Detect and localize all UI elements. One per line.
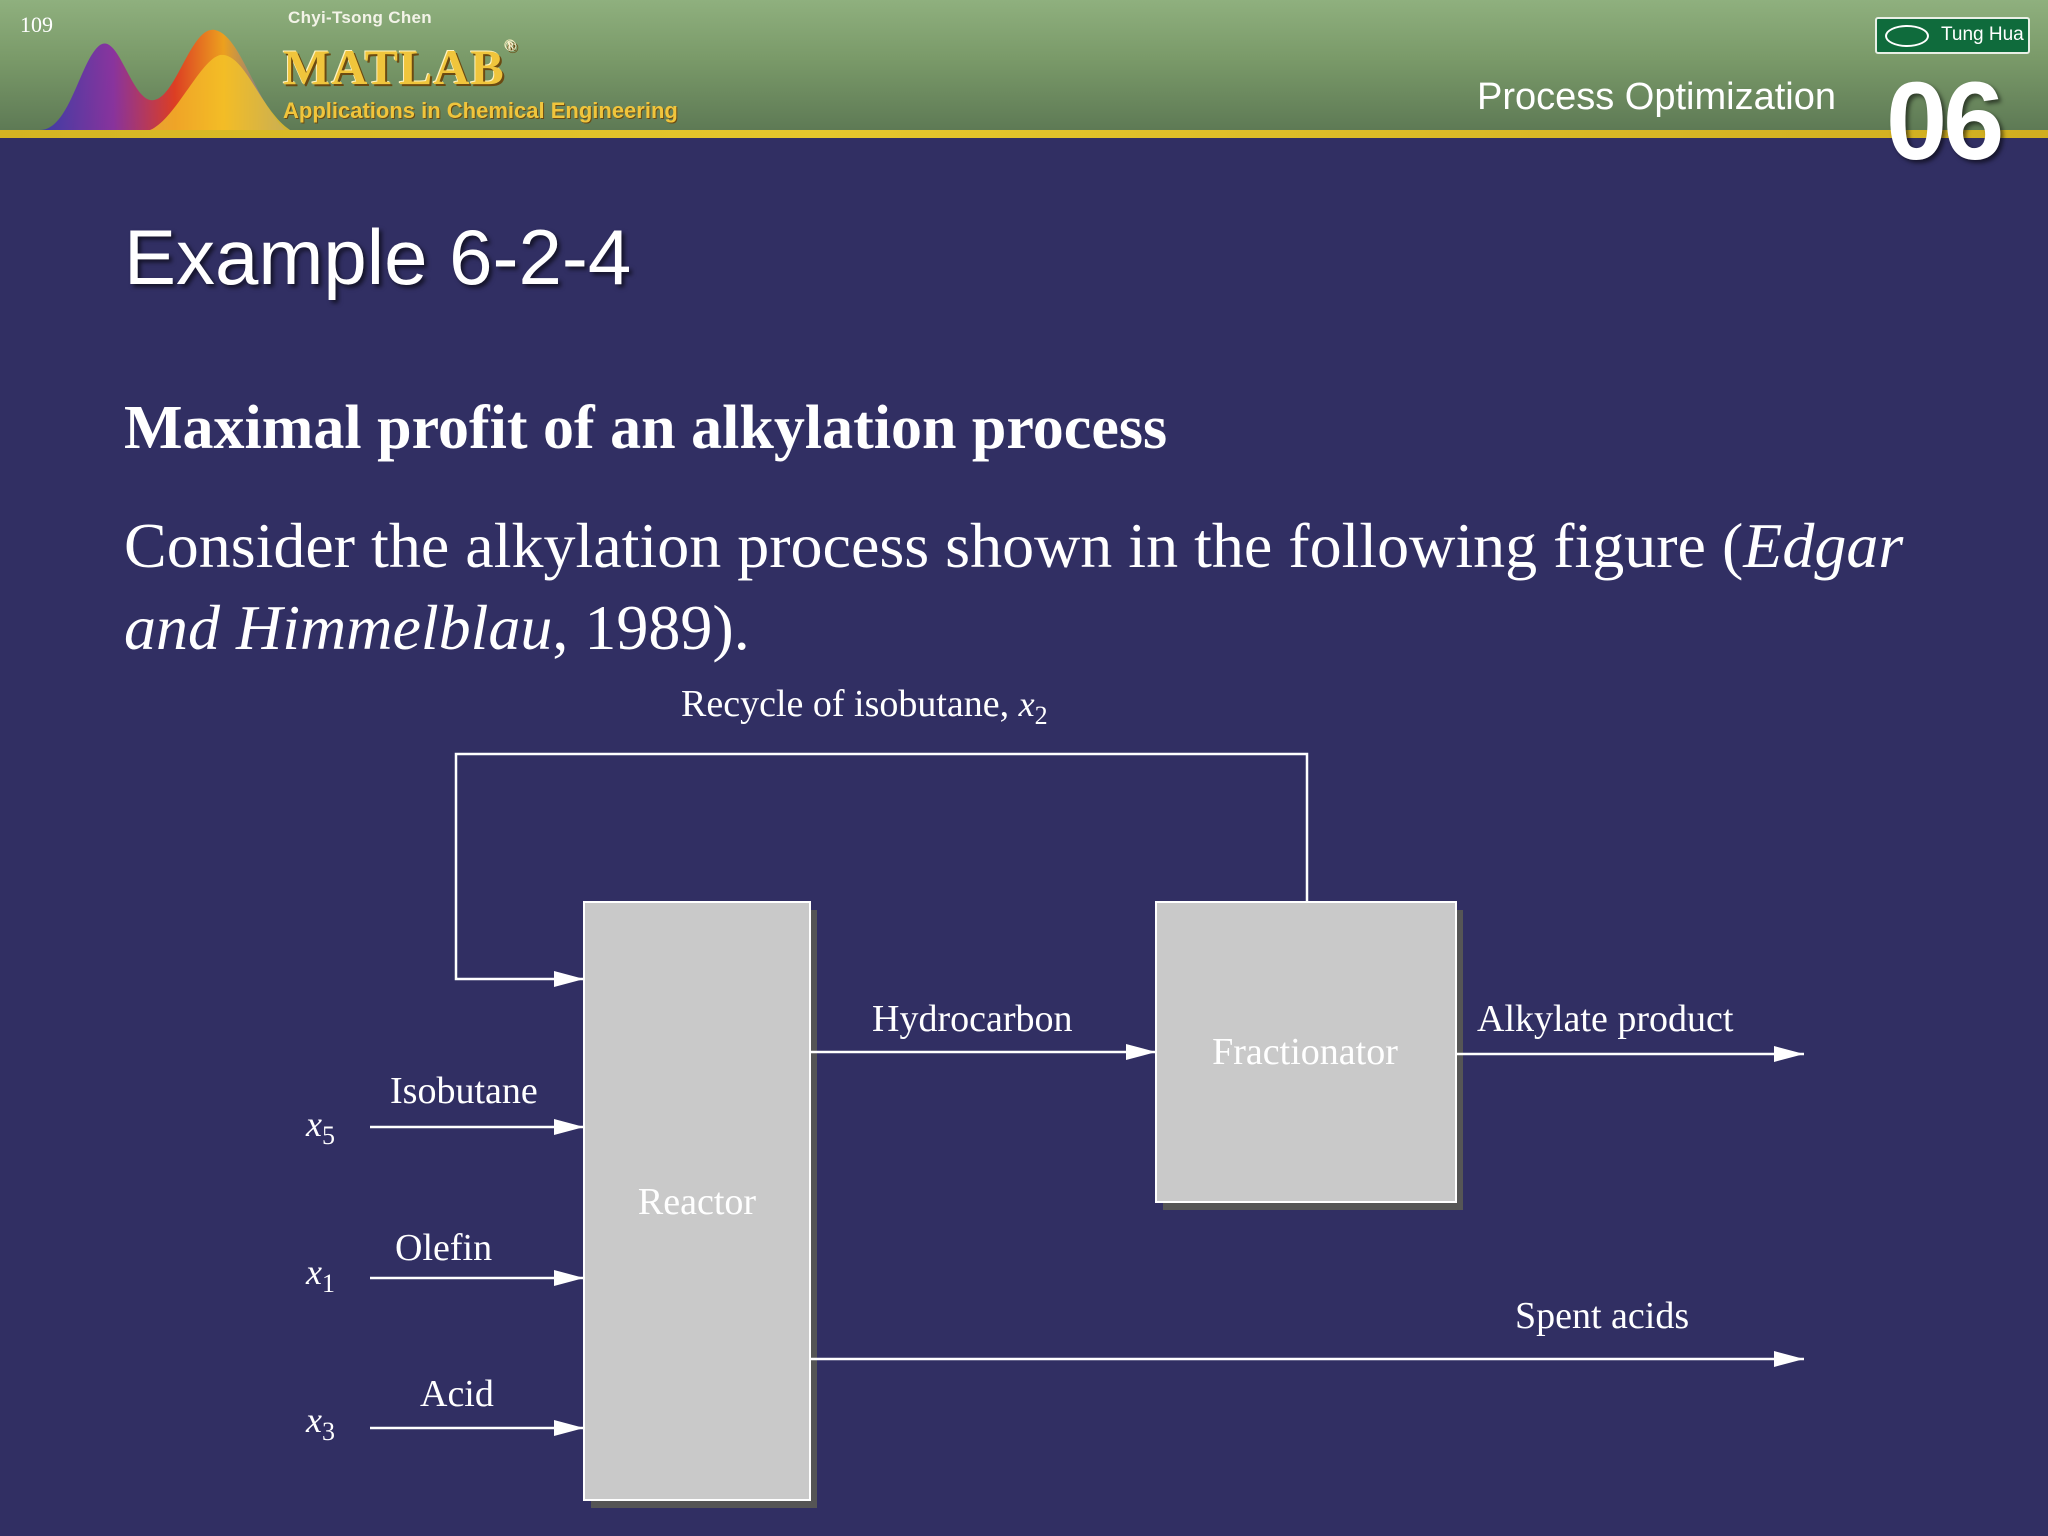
header-stripe — [0, 130, 2048, 138]
alkylate-product-label: Alkylate product — [1477, 998, 1734, 1040]
matlab-brand: MATLAB® — [283, 38, 518, 96]
isobutane-variable: x5 — [305, 1104, 335, 1150]
slide-number: 109 — [20, 12, 53, 37]
chapter-title: Process Optimization — [1476, 76, 1836, 118]
publisher-badge: Tung Hua — [1875, 17, 2030, 54]
body-reference: Edgar and Himmelblau — [124, 510, 1904, 663]
olefin-variable: x1 — [305, 1252, 335, 1298]
matlab-membrane-logo — [40, 29, 290, 130]
recycle-label: Recycle of isobutane, x2 — [681, 683, 1048, 730]
publisher-name: Tung Hua — [1941, 24, 2024, 45]
body-suffix: , 1989). — [552, 592, 750, 663]
hydrocarbon-label: Hydrocarbon — [872, 998, 1072, 1040]
spent-acids-label: Spent acids — [1515, 1295, 1689, 1337]
globe-icon — [1885, 25, 1929, 47]
acid-variable: x3 — [305, 1400, 335, 1446]
chapter-number: 06 — [1886, 60, 2004, 183]
matlab-brand-text: MATLAB — [283, 39, 505, 95]
isobutane-label: Isobutane — [390, 1070, 538, 1112]
fractionator-box — [1155, 901, 1457, 1203]
body-paragraph: Consider the alkylation process shown in… — [124, 505, 2004, 669]
registered-mark: ® — [504, 38, 518, 55]
acid-label: Acid — [420, 1373, 494, 1415]
olefin-label: Olefin — [395, 1227, 492, 1269]
recycle-stream-arrow — [454, 752, 1309, 987]
header-band: 109 Chyi-Tsong Chen MATLAB® Applications… — [0, 0, 2048, 130]
author-name: Chyi-Tsong Chen — [288, 8, 432, 27]
slide-heading: Maximal profit of an alkylation process — [124, 394, 1168, 462]
reactor-label: Reactor — [638, 1181, 757, 1223]
fractionator-label: Fractionator — [1212, 1031, 1398, 1073]
body-prefix: Consider the alkylation process shown in… — [124, 510, 1744, 581]
reactor-box — [583, 901, 811, 1501]
book-subtitle: Applications in Chemical Engineering — [283, 98, 678, 123]
slide-title: Example 6-2-4 — [124, 213, 632, 301]
